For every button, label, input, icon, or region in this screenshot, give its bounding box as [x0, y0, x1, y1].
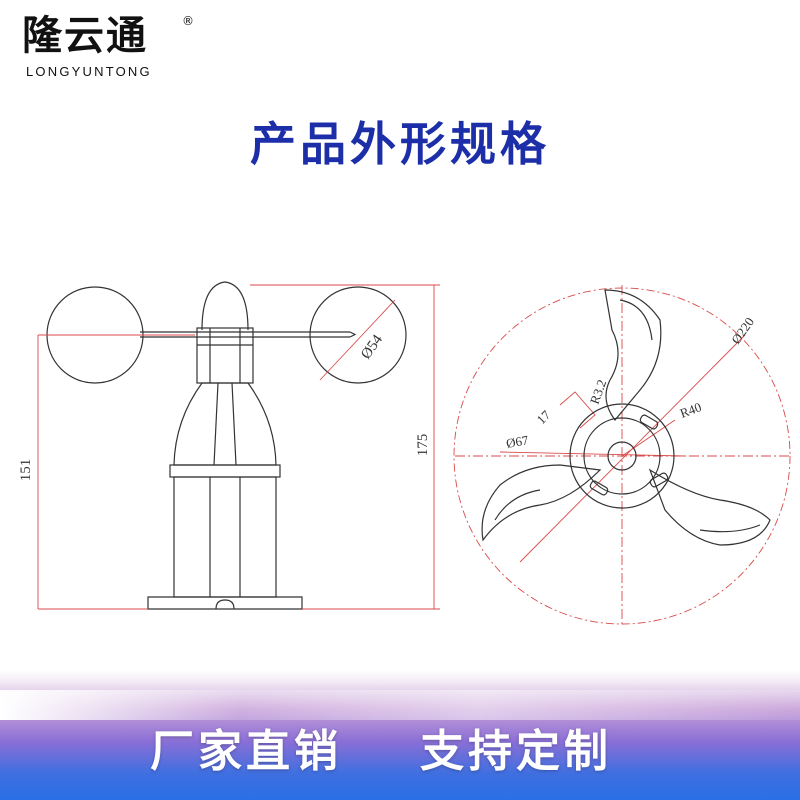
- hub-diameter-line: [499, 451, 686, 457]
- top-dome: [201, 281, 249, 331]
- registered-mark: ®: [182, 14, 194, 28]
- dim-arm-width: 17: [534, 407, 554, 427]
- right-cup-top: [648, 468, 771, 546]
- page-title: 产品外形规格: [250, 117, 550, 171]
- right-cup: [309, 286, 407, 384]
- cup-diameter-line: [319, 299, 396, 381]
- dim-hub-diameter: Ø67: [505, 432, 530, 451]
- bell-body: [173, 382, 277, 466]
- slogan-factory-direct: 厂家直销: [150, 726, 342, 777]
- banner-highlight: [0, 690, 800, 720]
- brand-logo: 隆云通 ® LONGYUNTONG: [22, 12, 194, 82]
- dim-outer-diameter: Ø220: [728, 314, 757, 346]
- brand-name-en: LONGYUNTONG: [26, 64, 152, 79]
- lower-housing: [173, 476, 277, 598]
- side-view: [46, 281, 407, 610]
- hub-hex: [196, 327, 254, 384]
- left-cup-top: [481, 464, 602, 542]
- brand-name-cn: 隆云通: [22, 13, 148, 59]
- technical-drawing: 151 175 Ø54 Ø220 Ø67 R40 R3.2 17: [18, 281, 791, 625]
- hub-center: [607, 441, 637, 471]
- side-dimensions: [37, 284, 440, 610]
- dim-151: 151: [18, 459, 34, 482]
- hub-radius-line: [621, 419, 676, 457]
- hub-mid: [583, 417, 661, 495]
- top-view-guides: [453, 285, 791, 625]
- base-flange: [147, 596, 303, 610]
- dim-175: 175: [415, 434, 431, 457]
- dim-cup-diameter: Ø54: [358, 332, 386, 363]
- slogan-customization: 支持定制: [420, 726, 612, 777]
- fillet-marker: [559, 391, 596, 429]
- upper-cup: [604, 289, 662, 421]
- dim-hub-radius: R40: [678, 399, 703, 421]
- top-view-rotor: [481, 289, 771, 546]
- hub-outer: [569, 403, 675, 509]
- collar: [169, 464, 281, 478]
